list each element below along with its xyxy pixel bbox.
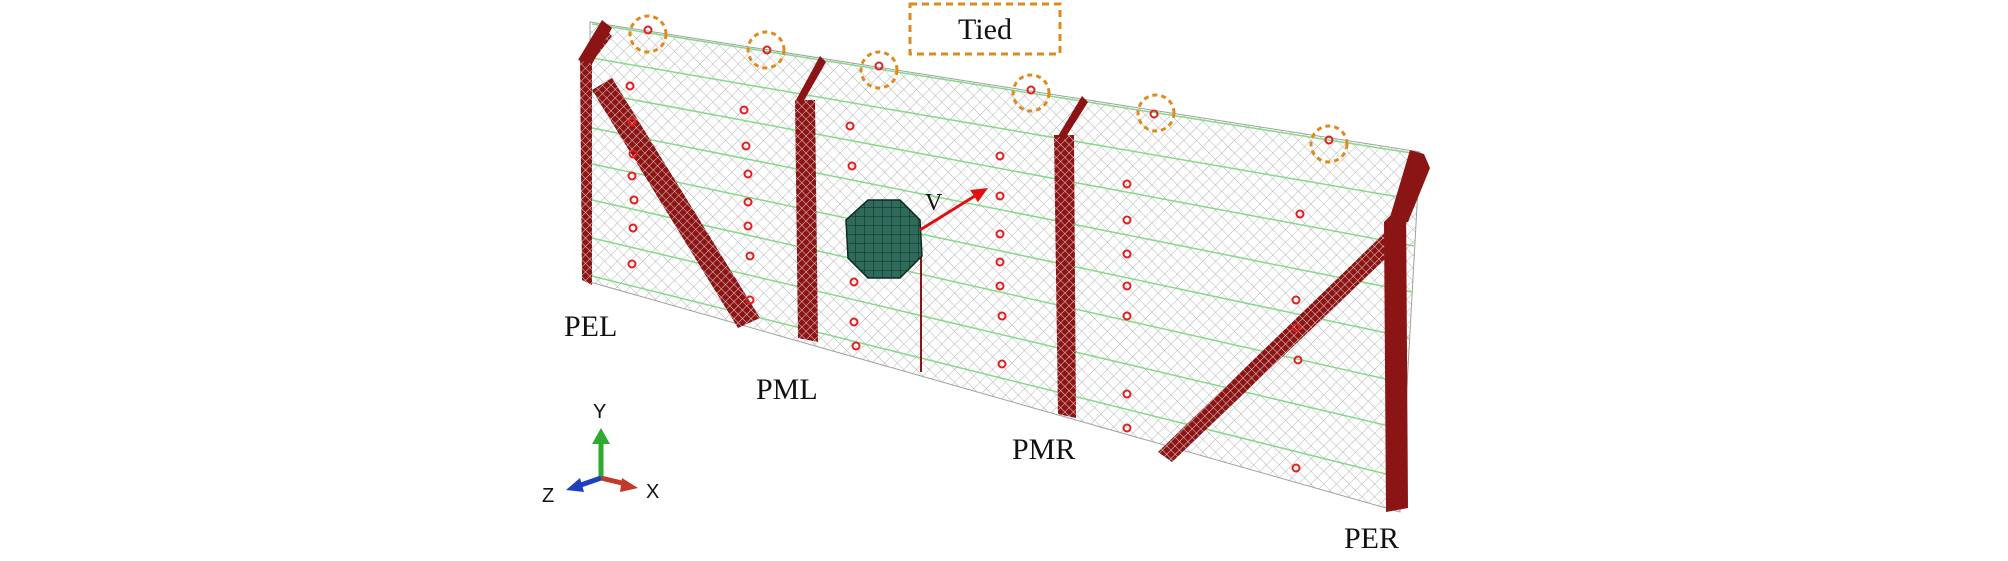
label-pel: PEL xyxy=(564,310,617,343)
tie-point xyxy=(743,221,753,231)
tie-point xyxy=(849,317,859,327)
tie-point xyxy=(1122,311,1132,321)
tie-point xyxy=(1122,249,1132,259)
post-pmr-top xyxy=(1058,96,1088,140)
tie-point xyxy=(1122,389,1132,399)
tie-point xyxy=(762,45,772,55)
tie-point xyxy=(743,197,753,207)
tie-point xyxy=(628,223,638,233)
tied-marker xyxy=(628,14,668,54)
tie-point xyxy=(995,151,1005,161)
tie-point xyxy=(627,259,637,269)
tie-point xyxy=(1291,295,1301,305)
tie-point xyxy=(627,171,637,181)
tie-point xyxy=(745,295,755,305)
tie-point xyxy=(845,121,855,131)
tied-markers xyxy=(628,14,1349,164)
tie-point xyxy=(1122,179,1132,189)
post-per-top xyxy=(1388,150,1430,224)
tied-marker xyxy=(859,50,899,90)
tie-point xyxy=(627,117,637,127)
tie-point xyxy=(743,169,753,179)
post-pml xyxy=(795,100,818,342)
tie-point xyxy=(1122,215,1132,225)
tied-marker xyxy=(1011,73,1051,113)
tie-point xyxy=(997,359,1007,369)
tie-point xyxy=(628,149,638,159)
tied-marker xyxy=(1309,124,1349,164)
axis-z-head xyxy=(566,478,584,492)
tie-point xyxy=(629,195,639,205)
post-per xyxy=(1384,200,1408,512)
tied-marker xyxy=(746,30,786,70)
tie-point xyxy=(997,311,1007,321)
post-pmr xyxy=(1054,135,1076,418)
label-pml: PML xyxy=(756,373,818,406)
tie-point xyxy=(995,191,1005,201)
tie-point xyxy=(995,229,1005,239)
tie-point xyxy=(625,81,635,91)
velocity-arrow xyxy=(919,192,979,232)
tie-point xyxy=(1026,85,1036,95)
tie-point xyxy=(1295,209,1305,219)
post-pel-top xyxy=(578,20,612,64)
tied-marker xyxy=(1136,93,1176,133)
impact-sphere xyxy=(845,199,923,279)
tie-point xyxy=(874,61,884,71)
tie-point xyxy=(1149,109,1159,119)
velocity-label: V xyxy=(925,190,943,216)
label-per: PER xyxy=(1344,522,1399,555)
velocity-arrow-head xyxy=(970,188,988,202)
tie-point xyxy=(851,341,861,351)
tie-point xyxy=(1122,281,1132,291)
tie-point xyxy=(1324,135,1334,145)
tie-point xyxy=(995,257,1005,267)
label-pmr: PMR xyxy=(1012,433,1075,466)
coordinate-triad: Y X Z xyxy=(542,401,659,507)
tie-point xyxy=(739,105,749,115)
axis-x-label: X xyxy=(646,481,659,503)
tied-label-box xyxy=(908,2,1062,56)
tie-points xyxy=(625,25,1334,473)
strut-right xyxy=(1158,222,1405,462)
post-pel xyxy=(580,28,612,285)
strut-left xyxy=(592,78,760,328)
tie-point xyxy=(847,161,857,171)
axis-y-label: Y xyxy=(593,401,606,423)
tie-point xyxy=(745,251,755,261)
axis-x-head xyxy=(620,478,638,492)
tie-point xyxy=(643,25,653,35)
tie-point xyxy=(995,281,1005,291)
post-pml-top xyxy=(796,56,826,104)
axis-z-label: Z xyxy=(542,485,554,507)
tied-label: Tied xyxy=(958,13,1012,46)
tie-point xyxy=(849,277,859,287)
tie-point xyxy=(1293,355,1303,365)
tie-point xyxy=(1122,423,1132,433)
tie-point xyxy=(1291,323,1301,333)
tie-point xyxy=(1291,463,1301,473)
axis-y-head xyxy=(592,428,610,444)
tie-point xyxy=(741,141,751,151)
